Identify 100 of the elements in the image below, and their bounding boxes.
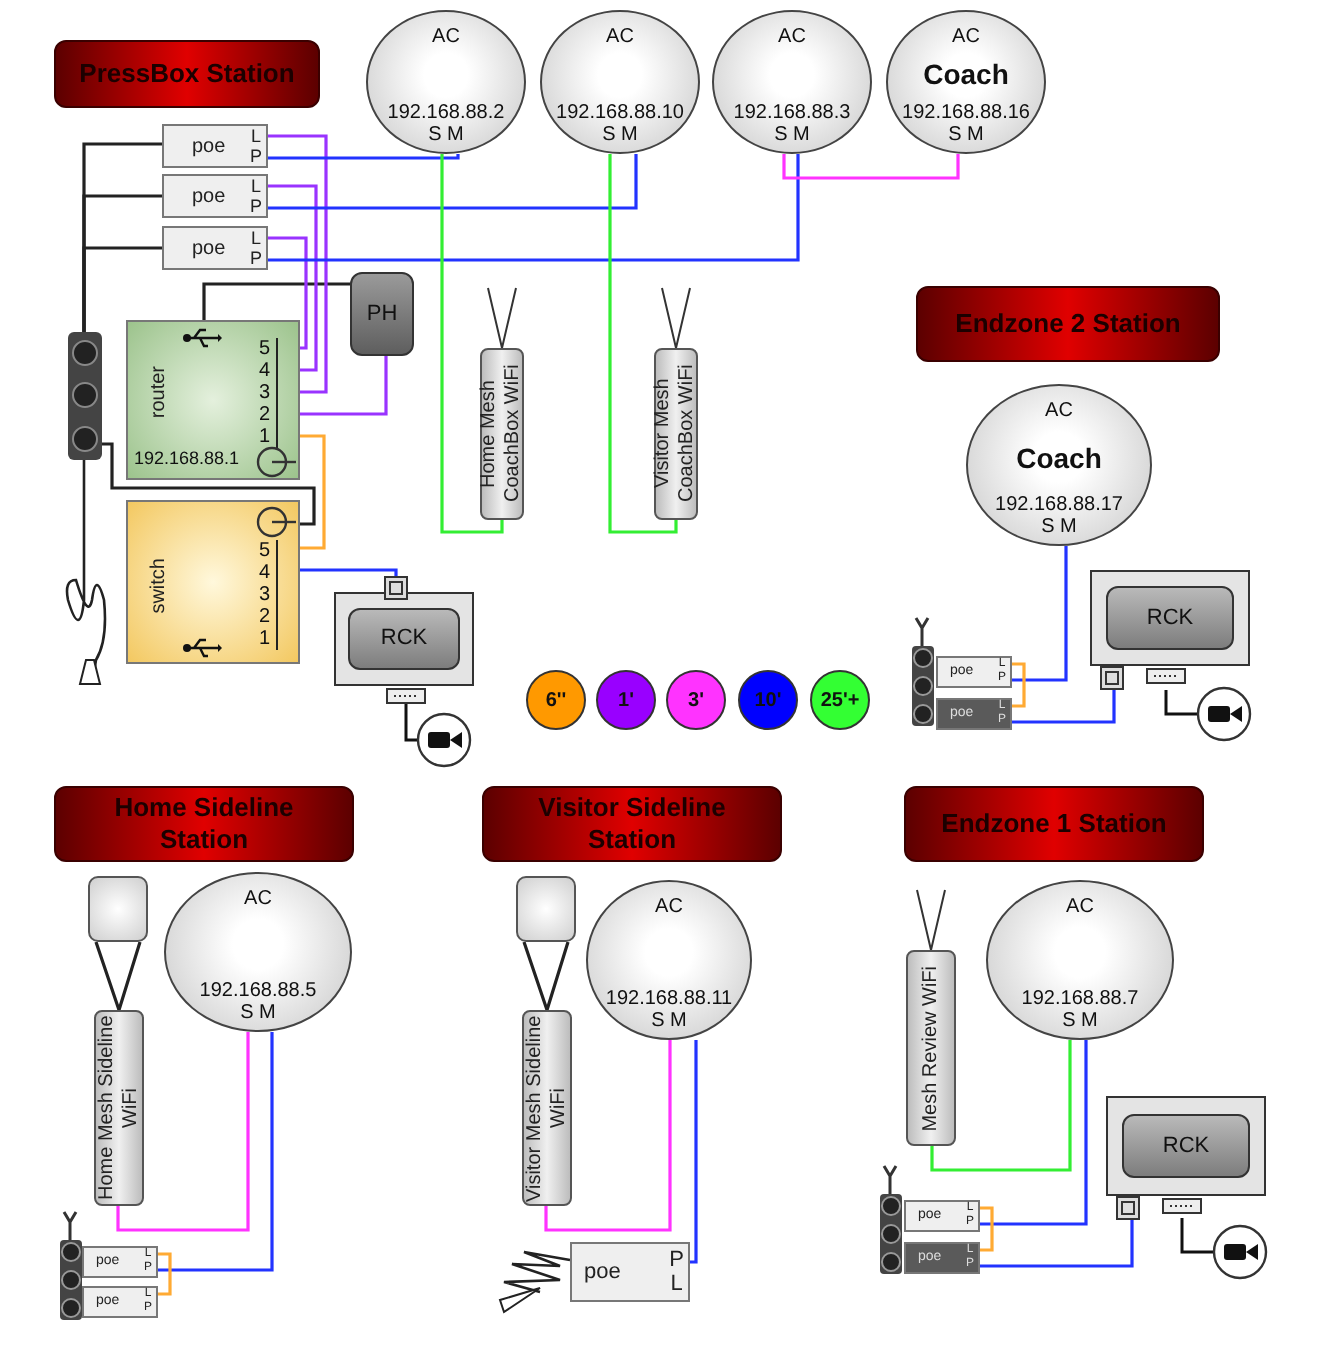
station-title: Endzone 2 Station [955,308,1181,340]
port-labels: S M [948,124,984,146]
cable-line [116,1032,250,1232]
ip-address: 192.168.88.11 [605,988,733,1010]
legend-label: 6'' [545,689,567,711]
switch-box [126,500,300,664]
ip-address: 192.168.88.3 [733,102,851,124]
device-label: Home Mesh CoachBox WiFi [478,363,526,507]
cable-line [608,154,678,534]
device-label: poe [192,237,226,259]
cable-line [300,568,398,576]
legend-label: 3' [688,689,704,711]
cable-line [158,1252,172,1296]
cable-line [94,940,142,1012]
cable-line [268,236,308,350]
port-number: 3 [258,584,278,606]
device-label: AC [778,26,806,48]
ip-address: 192.168.88.10 [556,102,684,124]
cable-line [158,1032,274,1272]
device-label: Mesh Review WiFi [919,965,943,1131]
device-label: AC [244,888,272,910]
cable-line [930,1040,1072,1172]
device-name: Coach [1016,443,1102,473]
poe-injector-box [936,656,1012,688]
port-labels: S M [1041,516,1077,538]
port-label: L [670,1272,683,1296]
cable-line [1012,662,1026,708]
port-label: P [669,1248,684,1272]
station-title: Visitor Sideline Station [536,792,728,856]
legend-label: 1' [618,689,634,711]
poe-injector-box [936,698,1012,730]
cable-line [82,246,162,332]
ip-address: 192.168.88.1 [134,448,240,468]
cable-line [268,154,638,210]
poe-injector-box [904,1242,980,1274]
ip-address: 192.168.88.2 [387,102,505,124]
poe-injector-box [904,1200,980,1232]
device-label: AC [432,26,460,48]
cable-line [980,1206,994,1252]
router-box [126,320,300,480]
station-title: Endzone 1 Station [941,808,1167,840]
port-number: 5 [258,338,278,360]
ip-address: 192.168.88.5 [199,980,317,1002]
port-number: 3 [258,382,278,404]
device-label: AC [606,26,634,48]
cable-line [690,1040,698,1264]
station-title: Home Sideline Station [112,792,296,856]
rck-unit [1090,570,1250,690]
port-number: 5 [258,540,278,562]
device-label: RCK [1146,606,1194,630]
cable-line [980,1220,1134,1268]
device-label: poe [192,185,226,207]
device-label: Visitor Mesh CoachBox WiFi [652,363,700,507]
station-title: PressBox Station [79,58,295,90]
rck-unit [334,576,474,706]
cable-line [1012,690,1116,724]
device-label: switch [148,558,172,614]
power-strip [68,332,102,460]
device-label: PH [366,302,398,326]
station-banner [916,286,1220,362]
cable-line [202,282,350,320]
device-label: poe [584,1260,621,1284]
rck-unit [1106,1096,1266,1220]
poe-injector-box [570,1242,690,1302]
port-labels: S M [1062,1010,1098,1032]
poe-injector-box [82,1246,158,1278]
port-number: 4 [258,360,278,382]
legend-label: 10' [754,689,782,711]
port-number: 2 [258,606,278,628]
port-number: 2 [258,404,278,426]
port-number: 4 [258,562,278,584]
device-label: poe [192,135,226,157]
cable-line [980,1040,1088,1226]
port-labels: S M [651,1010,687,1032]
device-label: RCK [1162,1134,1210,1158]
cable-line [300,434,326,550]
device-label: AC [1066,896,1094,918]
cable-line [544,1040,672,1232]
antenna-panel [516,876,576,942]
device-label: RCK [380,626,428,651]
port-label: P [249,146,262,166]
device-label: AC [655,896,683,918]
cable-line [300,356,388,416]
ph-device-box [350,272,414,356]
device-label: router [148,366,172,419]
mesh-wifi-unit [480,348,524,520]
device-label: Home Mesh Sideline WiFi [95,1013,143,1204]
cable-line [268,154,460,160]
poe-injector-box [82,1286,158,1318]
device-name: Coach [923,60,1009,90]
cable-line [1012,546,1068,682]
station-banner [904,786,1204,862]
port-label: L [250,228,261,248]
cable-line [782,154,960,180]
cable-line [440,154,504,534]
port-label: P [249,248,262,268]
device-label: AC [952,26,980,48]
station-banner [482,786,782,862]
station-banner [54,786,354,862]
cable-line [102,442,316,526]
